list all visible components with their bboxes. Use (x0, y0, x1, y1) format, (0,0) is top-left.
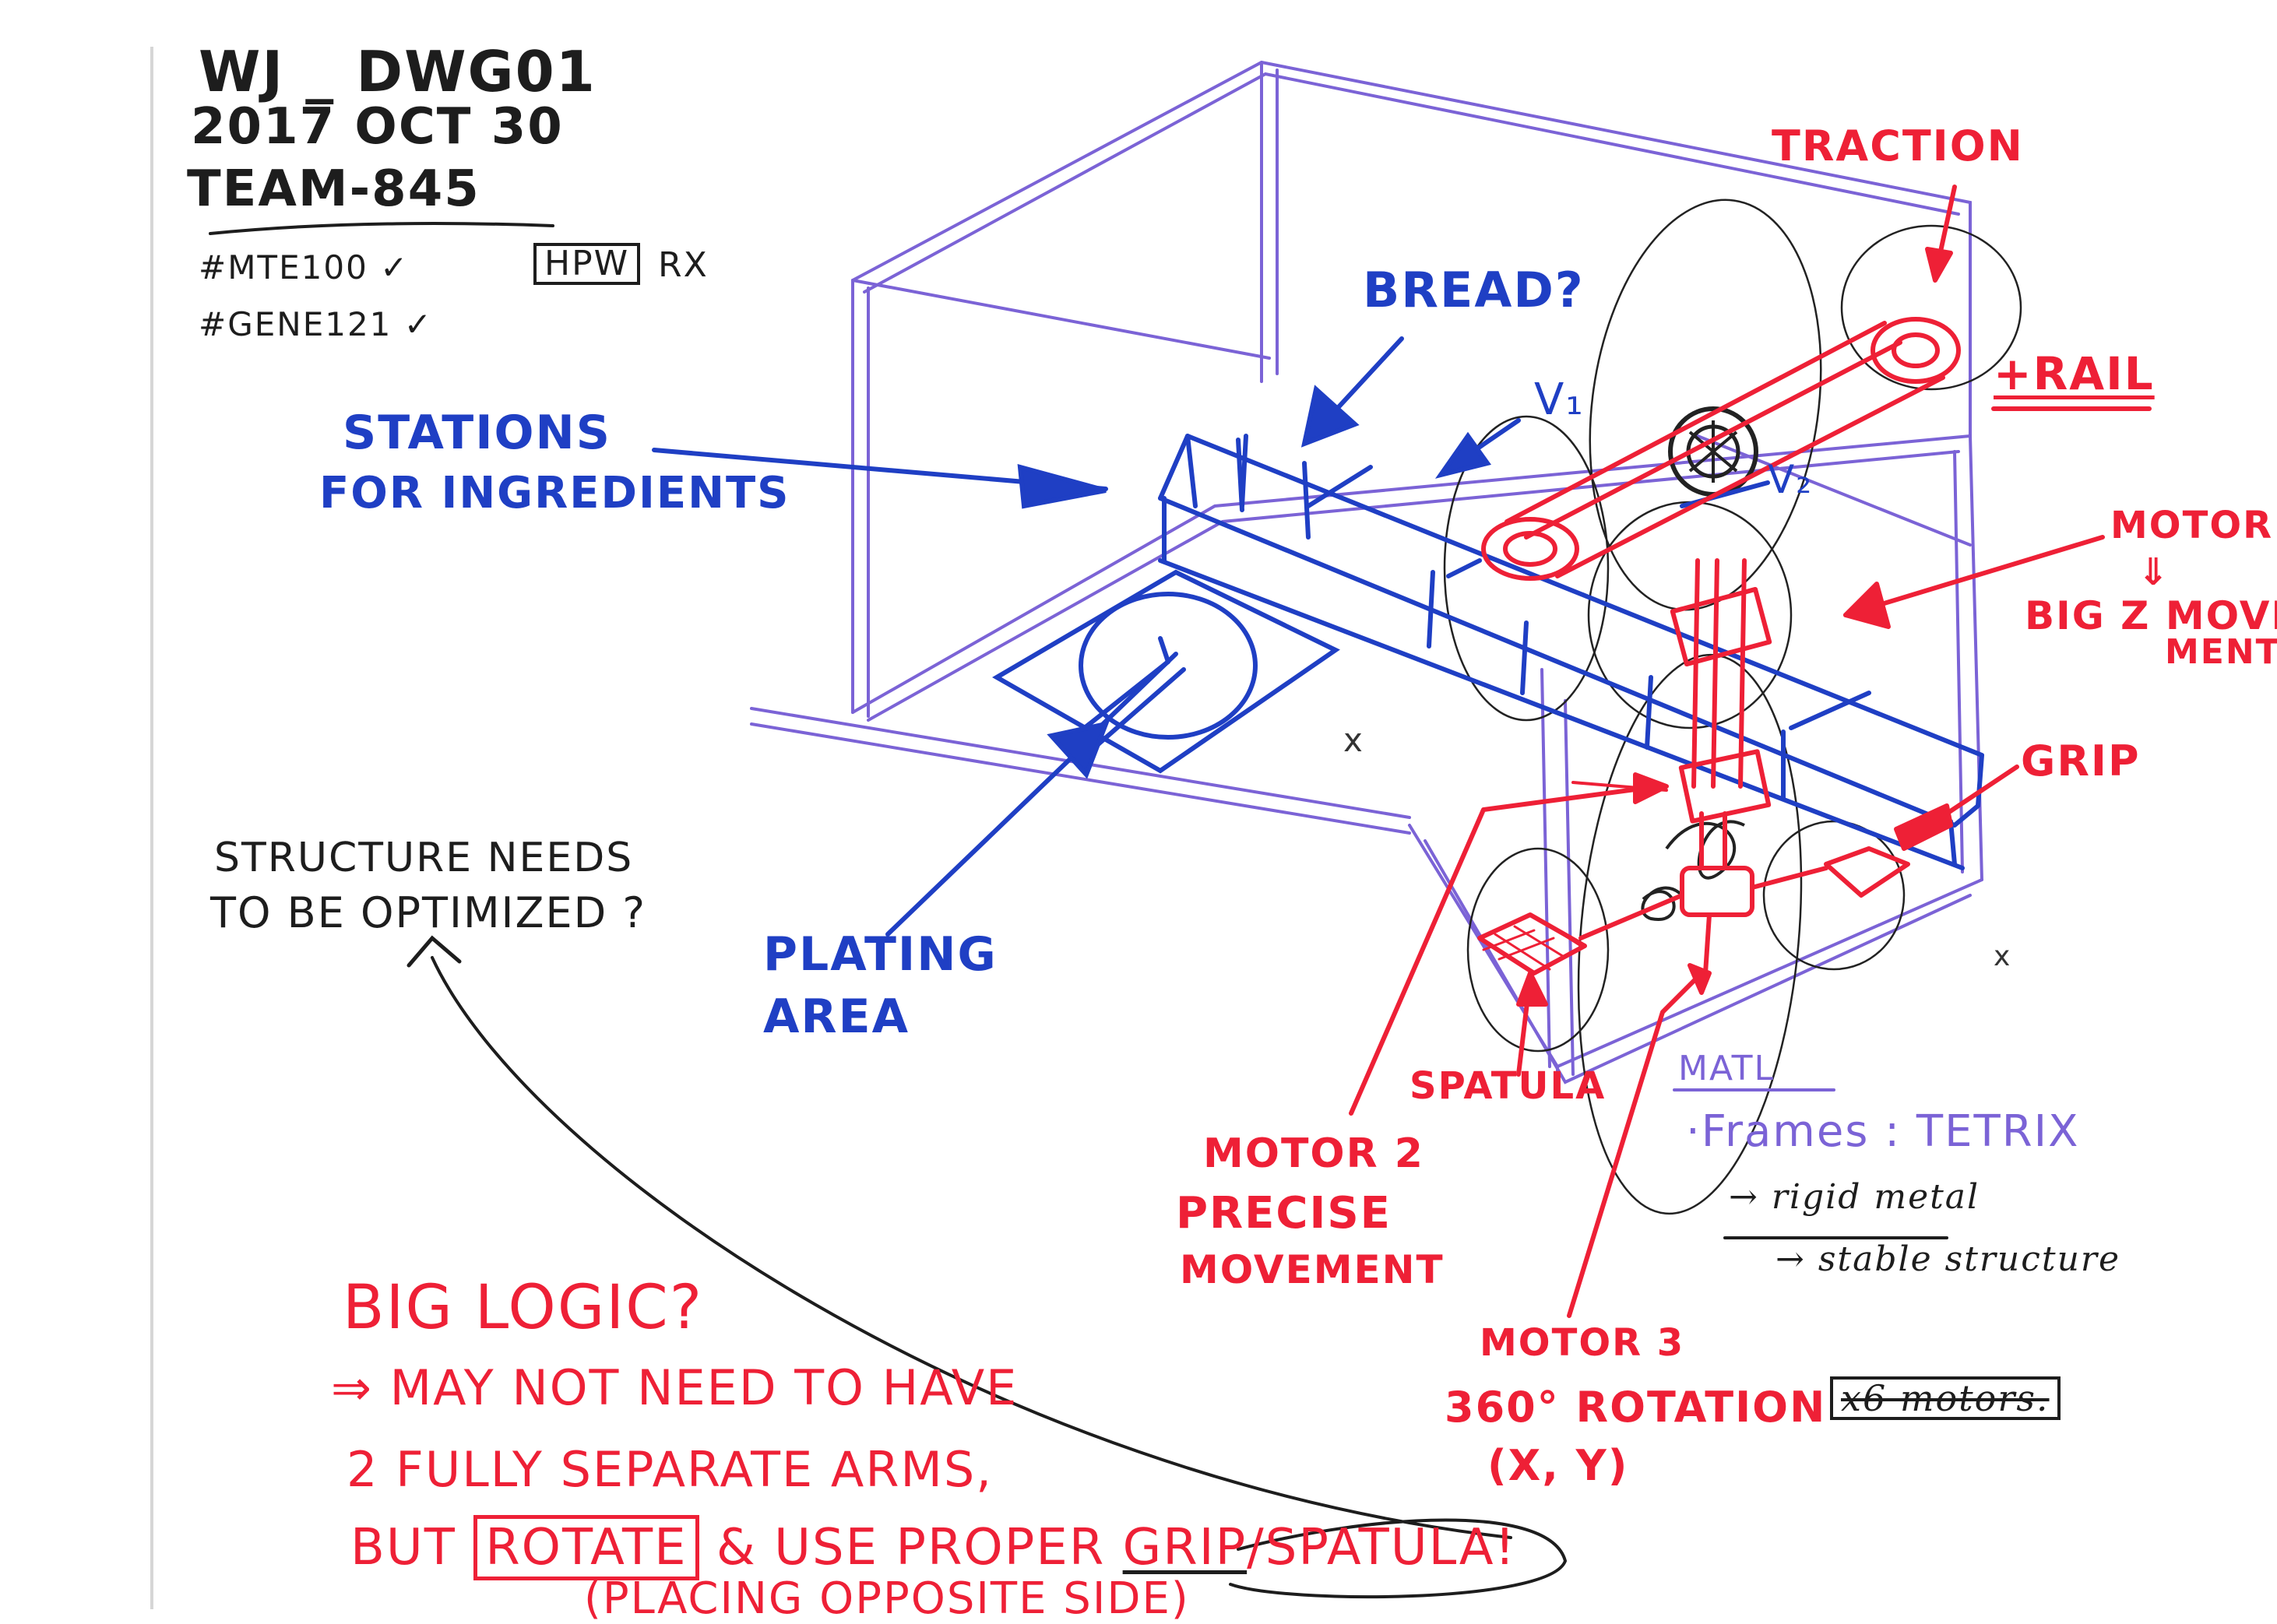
motor3-leader (1569, 973, 1702, 1316)
traction-belt-bottom (1557, 378, 1943, 576)
v2-arrow (1682, 483, 1768, 506)
course-tag-1: #MTE100 ✓ (199, 251, 409, 285)
motor1-block (1673, 589, 1769, 664)
grip-leader (1923, 767, 2017, 829)
motor2-label-line3: MOVEMENT (1180, 1250, 1445, 1291)
motor1-desc-line2: MENT (2165, 634, 2277, 670)
header-underline (210, 223, 553, 234)
plating-label-line1: PLATING (763, 930, 998, 979)
matl-line1: ·Frames : TETRIX (1686, 1109, 2080, 1155)
v1-label: V₁ (1534, 378, 1585, 424)
header-title: WJ _ DWG01 (199, 43, 597, 102)
logic-line3: BUT ROTATE & USE PROPER GRIP/SPATULA! (350, 1522, 1516, 1574)
blue-arrows (654, 339, 1768, 934)
v2-label: V₂ (1768, 459, 1813, 501)
matl-heading: MATL (1678, 1051, 1775, 1087)
logic-grip: GRIP (1123, 1519, 1248, 1577)
motor1-label: MOTOR 1 (2110, 506, 2277, 545)
motor1-arrow: ⇓ (2138, 553, 2170, 592)
structure-note-line2: TO BE OPTIMIZED ? (210, 891, 646, 936)
plating-label-line2: AREA (763, 993, 910, 1042)
motor-count-note: x6 motors. (1830, 1376, 2061, 1420)
logic-line1: ⇒ MAY NOT NEED TO HAVE (331, 1362, 1018, 1413)
course-tag-rx: RX (658, 248, 709, 283)
header-team: TEAM-845 (187, 163, 480, 216)
motor2-label-line2: PRECISE (1176, 1191, 1392, 1237)
plating-arrow (888, 740, 1090, 934)
logic-line2: 2 FULLY SEPARATE ARMS, (347, 1444, 993, 1495)
spatula-label: SPATULA (1409, 1067, 1606, 1106)
header-date: 2017 OCT 30 (191, 101, 564, 153)
matl-line2: → rigid metal (1729, 1179, 1980, 1215)
motor3-label-line1: MOTOR 3 (1480, 1323, 1684, 1362)
rail-label: +RAIL (1994, 350, 2155, 398)
logic-title: BIG LOGIC? (343, 1277, 703, 1341)
stations-label-line2: FOR INGREDIENTS (319, 471, 790, 517)
motor1-desc-line1: BIG Z MOVE (2025, 596, 2277, 637)
grip-tool (1826, 849, 1908, 895)
course-tag-2: #GENE121 ✓ (199, 308, 433, 342)
small-x-mark: x (1343, 721, 1363, 759)
structure-note-line1: STRUCTURE NEEDS (214, 837, 633, 880)
matl-line3: → stable structure (1775, 1242, 2120, 1278)
logic-but: BUT (350, 1519, 456, 1577)
motor3-label-line3: (X, Y) (1487, 1444, 1628, 1489)
logic-rotate-boxed: ROTATE (473, 1515, 699, 1580)
logic-spatula: /SPATULA! (1247, 1519, 1516, 1577)
motor2-label-line1: MOTOR 2 (1203, 1133, 1424, 1176)
small-x-mark-2: x (1994, 940, 2010, 972)
pulley-left (1483, 519, 1577, 578)
logic-mid: & USE PROPER (716, 1519, 1105, 1577)
motor3-label-line2: 360° ROTATION (1445, 1386, 1826, 1430)
stations-label-line1: STATIONS (343, 409, 611, 458)
logic-line4: (PLACING OPPOSITE SIDE) (584, 1577, 1190, 1622)
grip-label: GRIP (2021, 740, 2141, 784)
traction-label: TRACTION (1772, 125, 2024, 169)
bread-label: BREAD? (1363, 265, 1585, 315)
course-tag-box: HPW (533, 243, 640, 285)
